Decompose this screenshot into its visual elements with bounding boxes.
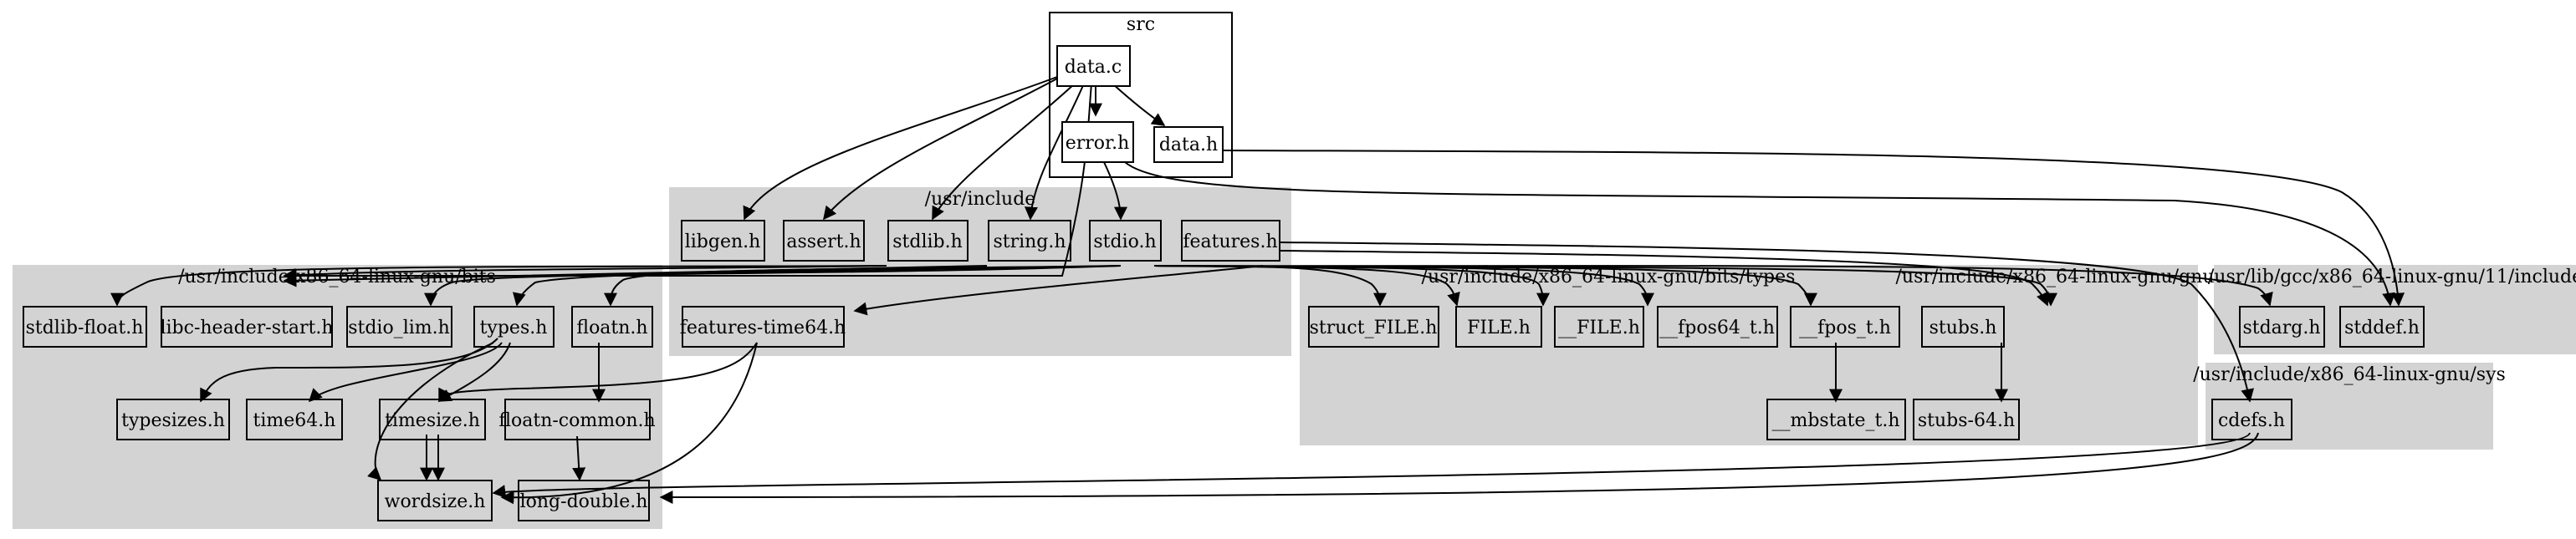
edge-error-h-stdio-h: [1103, 161, 1127, 221]
edge-error-h-stddef-h: [1124, 161, 2396, 307]
node-stdlib-h[interactable]: stdlib.h: [887, 220, 969, 262]
node-stdarg-h[interactable]: stdarg.h: [2239, 306, 2325, 348]
svg-text:stddef.h: stddef.h: [2344, 318, 2420, 338]
node-features-time64-h[interactable]: features-time64.h: [680, 306, 846, 348]
edge-types-h-timesize: [437, 342, 511, 402]
svg-text:stdarg.h: stdarg.h: [2242, 318, 2320, 338]
svg-text:libc-header-start.h: libc-header-start.h: [160, 318, 333, 338]
svg-text:__mbstate_t.h: __mbstate_t.h: [1771, 410, 1899, 431]
edge-cdefs-wordsize: [492, 432, 2251, 499]
svg-text:floatn.h: floatn.h: [576, 318, 647, 338]
svg-text:stubs-64.h: stubs-64.h: [1918, 410, 2015, 431]
node-types-h[interactable]: types.h: [473, 306, 555, 348]
svg-text:data.h: data.h: [1159, 135, 1218, 155]
svg-text:timesize.h: timesize.h: [385, 410, 480, 431]
svg-text:floatn-common.h: floatn-common.h: [498, 410, 655, 431]
cluster-gcc-include: /usr/lib/gcc/x86_64-linux-gnu/11/include: [2208, 265, 2576, 354]
edge-floatn-common-long-double: [572, 435, 586, 481]
node-stdio-lim-h[interactable]: stdio_lim.h: [346, 306, 452, 348]
cluster-bits: /usr/include/x86_64-linux-gnu/bits: [13, 265, 662, 529]
svg-text:cdefs.h: cdefs.h: [2218, 410, 2285, 431]
node-wordsize-h[interactable]: wordsize.h: [377, 480, 493, 521]
node-timesize-h[interactable]: timesize.h: [379, 399, 486, 440]
node-floatn-h[interactable]: floatn.h: [571, 306, 653, 348]
edge-data-c-data-h: [1112, 83, 1166, 126]
node-struct-file-h[interactable]: struct_FILE.h: [1308, 306, 1439, 348]
node-libgen-h[interactable]: libgen.h: [681, 220, 765, 262]
edge-features-h-features-time64: [853, 265, 1264, 316]
edge-features-h-cdefs: [1279, 242, 2255, 403]
node-stdio-h[interactable]: stdio.h: [1089, 220, 1162, 262]
edge-data-c-stdlib-h: [932, 83, 1076, 221]
svg-text:error.h: error.h: [1066, 133, 1130, 154]
node-features-h[interactable]: features.h: [1181, 220, 1280, 262]
edge-stdio-h-types-h: [512, 265, 1122, 307]
svg-text:assert.h: assert.h: [786, 231, 861, 252]
node-__fpos64-t-h[interactable]: __fpos64_t.h: [1657, 306, 1778, 348]
node-stddef-h[interactable]: stddef.h: [2339, 306, 2425, 348]
svg-text:typesizes.h: typesizes.h: [121, 410, 225, 431]
edge-stdio-h-floatn-h: [604, 265, 1122, 307]
cluster-sys-label: /usr/include/x86_64-linux-gnu/sys: [2193, 364, 2506, 385]
node-__fpos-t-h[interactable]: __fpos_t.h: [1790, 306, 1900, 348]
svg-text:stdio_lim.h: stdio_lim.h: [348, 318, 450, 338]
cluster-sys: /usr/include/x86_64-linux-gnu/sys: [2193, 363, 2506, 450]
svg-text:__fpos64_t.h: __fpos64_t.h: [1659, 318, 1775, 338]
svg-text:data.c: data.c: [1065, 57, 1122, 78]
svg-text:__fpos_t.h: __fpos_t.h: [1799, 318, 1891, 338]
node-data-h[interactable]: data.h: [1153, 126, 1224, 163]
node-__file-h[interactable]: __FILE.h: [1554, 306, 1644, 348]
edge-cdefs-long-double: [659, 432, 2259, 504]
edge-data-c-libgen-h: [743, 76, 1058, 221]
node-file-h[interactable]: FILE.h: [1455, 306, 1542, 348]
node-stdlib-float-h[interactable]: stdlib-float.h: [23, 306, 147, 348]
node-time64-h[interactable]: time64.h: [246, 399, 343, 440]
edge-types-h-time64: [308, 342, 503, 403]
node-string-h[interactable]: string.h: [988, 220, 1071, 262]
svg-text:string.h: string.h: [993, 231, 1066, 252]
edge-stdio-h-stdio-lim: [424, 265, 1122, 307]
node-data-c[interactable]: data.c: [1056, 45, 1131, 87]
node-libc-header-start-h[interactable]: libc-header-start.h: [160, 306, 334, 348]
edge-stdlib-h-libc-header-start: [283, 265, 887, 282]
node-typesizes-h[interactable]: typesizes.h: [116, 399, 230, 440]
edge-data-c-string-h: [1024, 83, 1085, 221]
node-error-h[interactable]: error.h: [1061, 121, 1134, 163]
svg-text:struct_FILE.h: struct_FILE.h: [1310, 318, 1438, 338]
svg-text:time64.h: time64.h: [253, 410, 336, 431]
svg-text:long-double.h: long-double.h: [520, 491, 648, 512]
node-floatn-common-h[interactable]: floatn-common.h: [498, 399, 656, 440]
node-assert-h[interactable]: assert.h: [783, 220, 865, 262]
svg-text:types.h: types.h: [480, 318, 548, 338]
edge-types-h-typesizes: [200, 338, 498, 403]
node-stubs-h[interactable]: stubs.h: [1921, 306, 2005, 348]
svg-text:__FILE.h: __FILE.h: [1558, 318, 1640, 338]
svg-text:stdio.h: stdio.h: [1093, 231, 1156, 252]
svg-text:features.h: features.h: [1183, 231, 1277, 252]
cluster-gcc-include-label: /usr/lib/gcc/x86_64-linux-gnu/11/include: [2208, 267, 2576, 287]
svg-text:features-time64.h: features-time64.h: [680, 318, 846, 338]
svg-text:libgen.h: libgen.h: [685, 231, 761, 252]
svg-text:wordsize.h: wordsize.h: [385, 491, 486, 512]
edge-features-h-stubs: [1279, 250, 2049, 307]
node-__mbstate-t-h[interactable]: __mbstate_t.h: [1766, 399, 1906, 440]
node-cdefs-h[interactable]: cdefs.h: [2211, 399, 2292, 440]
svg-text:stdlib-float.h: stdlib-float.h: [26, 318, 144, 338]
svg-text:stdlib.h: stdlib.h: [892, 231, 963, 252]
edge-stdio-h-stdarg: [1153, 265, 2273, 307]
node-stubs-64-h[interactable]: stubs-64.h: [1913, 399, 2020, 440]
edge-data-h-stddef-h: [1222, 150, 2405, 307]
edge-types-h-wordsize: [367, 342, 494, 481]
edge-data-c-assert-h: [823, 78, 1058, 221]
cluster-src-label: src: [1127, 14, 1155, 35]
svg-text:FILE.h: FILE.h: [1467, 318, 1531, 338]
svg-text:stubs.h: stubs.h: [1929, 318, 1997, 338]
node-long-double-h[interactable]: long-double.h: [518, 480, 650, 521]
edge-features-time64-wordsize: [500, 342, 758, 505]
